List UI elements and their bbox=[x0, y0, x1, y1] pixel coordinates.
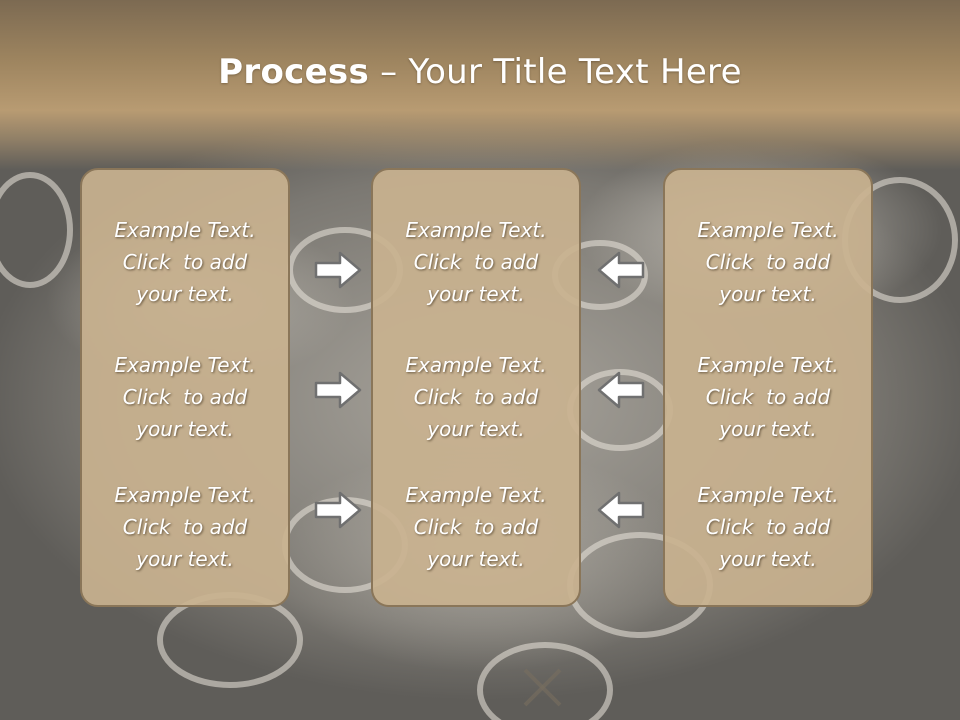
text-line: Click to add bbox=[413, 515, 539, 539]
text-line: Example Text. bbox=[114, 218, 256, 242]
text-block[interactable]: Example Text. Click to add your text. bbox=[82, 479, 288, 575]
text-line: Example Text. bbox=[405, 353, 547, 377]
title-rest-part: – Your Title Text Here bbox=[369, 52, 742, 92]
arrow-left-icon[interactable] bbox=[597, 370, 645, 410]
text-line: Click to add bbox=[413, 250, 539, 274]
left-process-box[interactable]: Example Text. Click to add your text. Ex… bbox=[80, 168, 290, 607]
right-process-box[interactable]: Example Text. Click to add your text. Ex… bbox=[663, 168, 873, 607]
text-line: Click to add bbox=[122, 515, 248, 539]
arrow-right-icon[interactable] bbox=[314, 370, 362, 410]
text-line: Example Text. bbox=[697, 483, 839, 507]
text-line: your text. bbox=[719, 282, 817, 306]
text-block[interactable]: Example Text. Click to add your text. bbox=[82, 214, 288, 310]
text-line: your text. bbox=[136, 282, 234, 306]
text-line: Click to add bbox=[122, 250, 248, 274]
text-line: Example Text. bbox=[405, 483, 547, 507]
text-block[interactable]: Example Text. Click to add your text. bbox=[665, 349, 871, 445]
middle-process-box[interactable]: Example Text. Click to add your text. Ex… bbox=[371, 168, 581, 607]
arrow-right-icon[interactable] bbox=[314, 250, 362, 290]
text-line: your text. bbox=[136, 547, 234, 571]
text-line: Click to add bbox=[705, 250, 831, 274]
arrow-left-icon[interactable] bbox=[597, 250, 645, 290]
text-block[interactable]: Example Text. Click to add your text. bbox=[373, 479, 579, 575]
text-line: Example Text. bbox=[114, 353, 256, 377]
text-line: your text. bbox=[427, 282, 525, 306]
text-line: your text. bbox=[427, 547, 525, 571]
text-line: Click to add bbox=[122, 385, 248, 409]
text-line: Example Text. bbox=[697, 218, 839, 242]
text-line: your text. bbox=[427, 417, 525, 441]
slide-title[interactable]: Process – Your Title Text Here bbox=[0, 52, 960, 92]
header-band bbox=[0, 0, 960, 170]
text-block[interactable]: Example Text. Click to add your text. bbox=[665, 214, 871, 310]
text-block[interactable]: Example Text. Click to add your text. bbox=[373, 214, 579, 310]
text-line: Click to add bbox=[705, 515, 831, 539]
text-line: your text. bbox=[136, 417, 234, 441]
arrow-left-icon[interactable] bbox=[597, 490, 645, 530]
text-line: Example Text. bbox=[405, 218, 547, 242]
text-line: your text. bbox=[719, 417, 817, 441]
text-line: Click to add bbox=[705, 385, 831, 409]
text-block[interactable]: Example Text. Click to add your text. bbox=[665, 479, 871, 575]
title-bold-part: Process bbox=[218, 52, 370, 92]
text-line: your text. bbox=[719, 547, 817, 571]
text-block[interactable]: Example Text. Click to add your text. bbox=[373, 349, 579, 445]
text-line: Click to add bbox=[413, 385, 539, 409]
arrow-right-icon[interactable] bbox=[314, 490, 362, 530]
text-line: Example Text. bbox=[114, 483, 256, 507]
text-line: Example Text. bbox=[697, 353, 839, 377]
text-block[interactable]: Example Text. Click to add your text. bbox=[82, 349, 288, 445]
